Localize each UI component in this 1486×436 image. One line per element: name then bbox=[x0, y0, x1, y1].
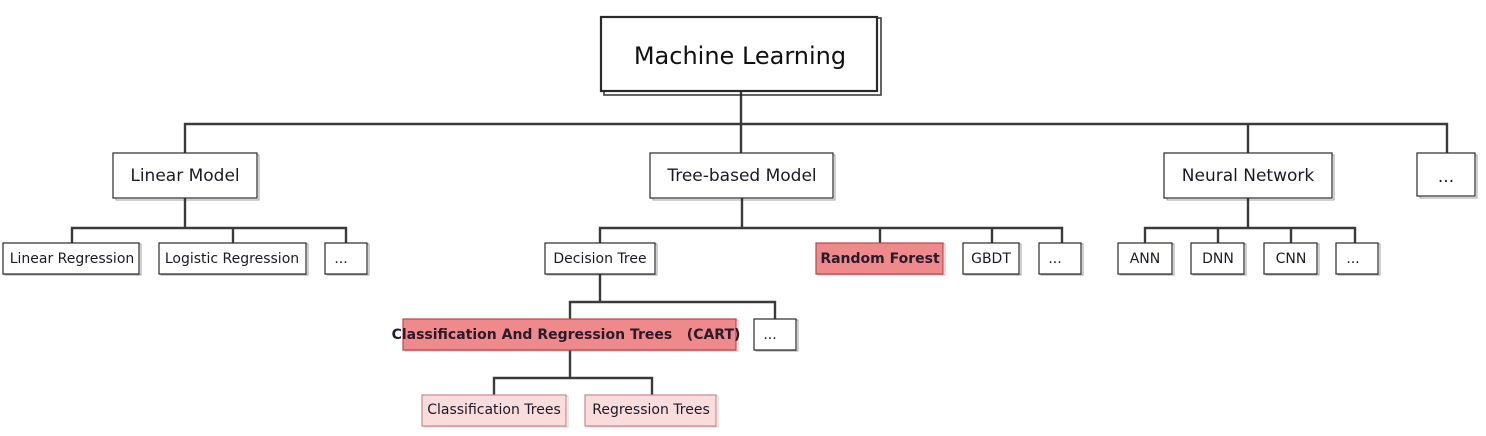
node-tree-more: ... bbox=[1038, 242, 1084, 276]
node-ann: ANN bbox=[1117, 242, 1175, 276]
node-label-cart: Classification And Regression Trees (CAR… bbox=[392, 327, 741, 343]
node-machine-learning: Machine Learning bbox=[599, 15, 882, 96]
node-label-gbdt: GBDT bbox=[971, 251, 1011, 267]
edge-cart-children bbox=[492, 348, 654, 397]
node-label-regression-trees: Regression Trees bbox=[592, 402, 710, 418]
edge-root-to-categories bbox=[183, 90, 1449, 155]
edge-tree-model-children bbox=[598, 197, 1064, 245]
edge-linear-model-children bbox=[70, 197, 348, 245]
node-decision-tree: Decision Tree bbox=[544, 242, 658, 276]
node-classification-trees: Classification Trees bbox=[421, 394, 569, 428]
node-random-forest: Random Forest bbox=[815, 242, 946, 276]
node-cart: Classification And Regression Trees (CAR… bbox=[392, 318, 741, 352]
node-label-ann: ANN bbox=[1130, 251, 1161, 267]
node-linear-model: Linear Model bbox=[112, 152, 260, 201]
node-decision-tree-more: ... bbox=[753, 318, 799, 352]
node-category-more: ... bbox=[1416, 152, 1478, 199]
node-neural-more: ... bbox=[1335, 242, 1381, 276]
node-tree-based-model: Tree-based Model bbox=[649, 152, 836, 201]
edge-neural-network-children bbox=[1143, 197, 1357, 245]
node-label-decision-tree: Decision Tree bbox=[553, 251, 646, 267]
node-logistic-regression: Logistic Regression bbox=[158, 242, 309, 276]
node-label-machine-learning: Machine Learning bbox=[634, 42, 846, 70]
connectors bbox=[70, 90, 1449, 397]
node-label-linear-more: ... bbox=[334, 251, 347, 267]
node-cnn: CNN bbox=[1263, 242, 1320, 276]
node-label-neural-more: ... bbox=[1346, 251, 1359, 267]
edge-decision-tree-children bbox=[568, 272, 777, 321]
node-label-logistic-regression: Logistic Regression bbox=[165, 251, 299, 267]
node-label-category-more: ... bbox=[1438, 167, 1454, 187]
node-label-classification-trees: Classification Trees bbox=[427, 402, 561, 418]
node-label-cnn: CNN bbox=[1276, 251, 1307, 267]
node-label-linear-model: Linear Model bbox=[130, 166, 239, 186]
node-dnn: DNN bbox=[1190, 242, 1247, 276]
node-label-linear-regression: Linear Regression bbox=[10, 251, 135, 267]
node-label-decision-tree-more: ... bbox=[763, 327, 776, 343]
node-neural-network: Neural Network bbox=[1163, 152, 1335, 201]
node-linear-more: ... bbox=[324, 242, 370, 276]
node-label-neural-network: Neural Network bbox=[1182, 166, 1315, 186]
node-gbdt: GBDT bbox=[962, 242, 1022, 276]
node-regression-trees: Regression Trees bbox=[584, 394, 719, 428]
node-label-tree-more: ... bbox=[1048, 251, 1061, 267]
node-linear-regression: Linear Regression bbox=[2, 242, 142, 276]
node-label-dnn: DNN bbox=[1202, 251, 1234, 267]
node-label-tree-based-model: Tree-based Model bbox=[666, 166, 816, 186]
node-label-random-forest: Random Forest bbox=[820, 251, 940, 267]
